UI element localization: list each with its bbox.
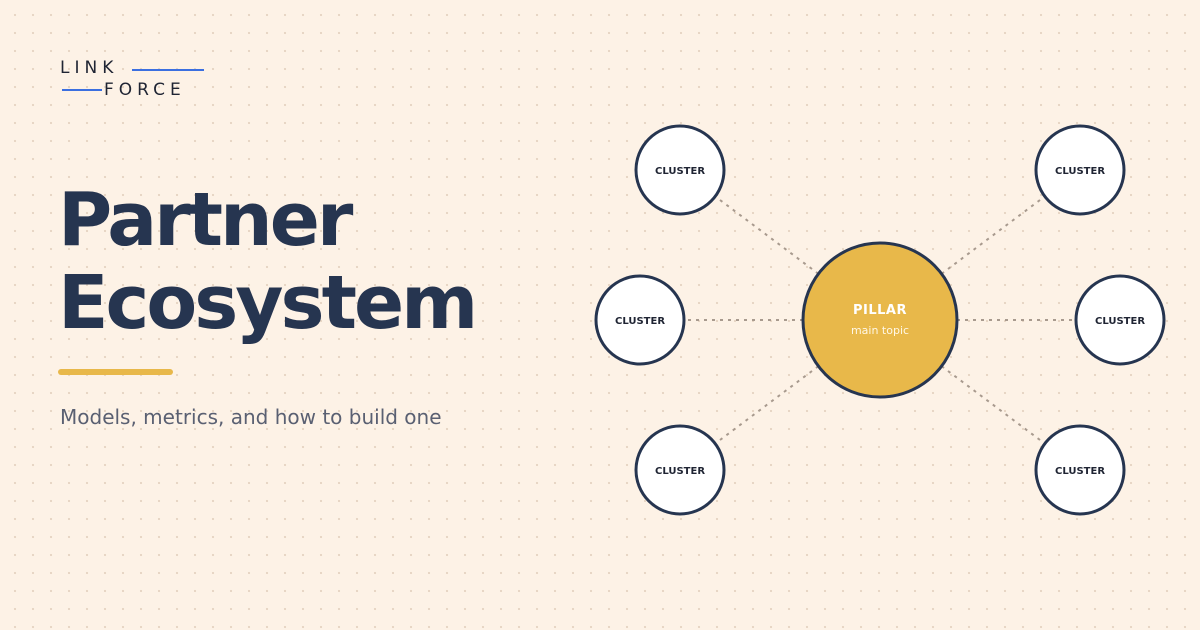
cluster-circle [634, 424, 726, 516]
cluster-circle [634, 124, 726, 216]
cluster-circle [1034, 124, 1126, 216]
cluster-node-mid-left: CLUSTER [594, 274, 686, 366]
logo-line-bottom [62, 89, 102, 91]
connectors [684, 195, 1076, 445]
logo-word-top: LINK [60, 58, 119, 78]
pillar-node: PILLAR main topic [801, 241, 959, 399]
cluster-label: CLUSTER [615, 316, 665, 327]
page-title-line-1: Partner [58, 177, 353, 263]
cluster-label: CLUSTER [1095, 316, 1145, 327]
cluster-circle [594, 274, 686, 366]
page-subtitle: Models, metrics, and how to build one [60, 405, 442, 429]
cluster-label: CLUSTER [1055, 466, 1105, 477]
connector-bottom-right [940, 365, 1046, 445]
cluster-label: CLUSTER [655, 166, 705, 177]
cluster-node-bottom-right: CLUSTER [1034, 424, 1126, 516]
pillar-sublabel: main topic [851, 324, 909, 337]
connector-bottom-left [714, 365, 820, 445]
brand-logo: LINK FORCE [60, 58, 205, 103]
pillar-circle [801, 241, 959, 399]
page-title-line-2: Ecosystem [58, 260, 478, 346]
connector-top-left [714, 195, 820, 275]
pillar-label: PILLAR [853, 303, 907, 318]
cluster-node-top-left: CLUSTER [634, 124, 726, 216]
cluster-label: CLUSTER [655, 466, 705, 477]
logo-line-top [132, 69, 204, 71]
cluster-node-mid-right: CLUSTER [1074, 274, 1166, 366]
cluster-node-top-right: CLUSTER [1034, 124, 1126, 216]
cluster-circle [1034, 424, 1126, 516]
logo-word-bottom: FORCE [104, 80, 186, 100]
cluster-circle [1074, 274, 1166, 366]
cluster-label: CLUSTER [1055, 166, 1105, 177]
title-accent-bar [58, 369, 173, 375]
cluster-nodes: CLUSTER CLUSTER CLUSTER CLUSTER CLUSTER CLUST… [594, 124, 1166, 516]
connector-top-right [940, 195, 1046, 275]
cluster-node-bottom-left: CLUSTER [634, 424, 726, 516]
